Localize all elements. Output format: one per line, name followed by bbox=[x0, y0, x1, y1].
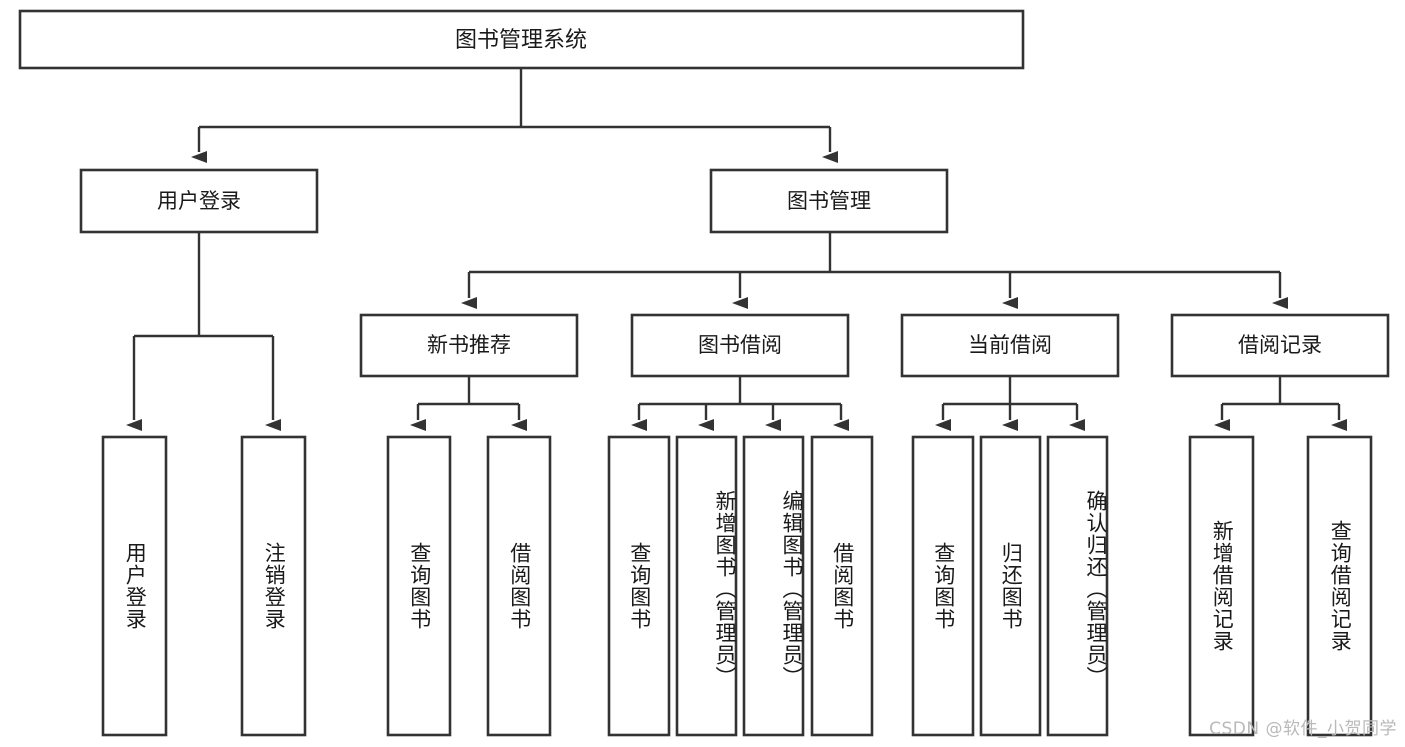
leaf-box-query-book-2[interactable] bbox=[607, 435, 671, 737]
node-book-manage-label: 图书管理 bbox=[787, 189, 871, 213]
node-book-borrow[interactable]: 图书借阅 bbox=[630, 313, 850, 378]
leaf-box-return-book[interactable] bbox=[979, 435, 1042, 737]
connector-bookborrow-to-leaves bbox=[631, 376, 849, 431]
leaf-box-borrow-book-2[interactable] bbox=[810, 435, 874, 737]
leaf-box-confirm-return[interactable] bbox=[1046, 435, 1109, 737]
connector-borrowrecord-to-leaves bbox=[1214, 376, 1347, 431]
connector-newbook-to-leaves bbox=[410, 376, 527, 431]
node-new-book-rec-label: 新书推荐 bbox=[427, 333, 511, 357]
node-borrow-record-label: 借阅记录 bbox=[1238, 333, 1322, 357]
node-current-borrow-label: 当前借阅 bbox=[968, 333, 1052, 357]
node-new-book-rec[interactable]: 新书推荐 bbox=[359, 313, 579, 378]
connector-userlogin-to-leaves bbox=[126, 232, 281, 431]
node-current-borrow[interactable]: 当前借阅 bbox=[900, 313, 1120, 378]
node-book-manage[interactable]: 图书管理 bbox=[709, 168, 949, 234]
connector-root-to-level2 bbox=[191, 68, 838, 163]
leaf-box-query-book-1[interactable] bbox=[386, 435, 452, 737]
node-root[interactable]: 图书管理系统 bbox=[18, 9, 1025, 70]
connector-bookmanage-to-level3 bbox=[461, 232, 1288, 309]
leaf-box-edit-book[interactable] bbox=[742, 435, 805, 737]
leaf-box-logout[interactable] bbox=[240, 435, 307, 737]
leaf-box-add-book[interactable] bbox=[675, 435, 738, 737]
node-book-borrow-label: 图书借阅 bbox=[698, 333, 782, 357]
node-root-label: 图书管理系统 bbox=[455, 28, 587, 53]
leaf-box-add-record[interactable] bbox=[1188, 435, 1255, 737]
leaf-box-user-login[interactable] bbox=[101, 435, 168, 737]
node-user-login-label: 用户登录 bbox=[157, 189, 241, 213]
connector-currentborrow-to-leaves bbox=[935, 376, 1085, 431]
node-user-login[interactable]: 用户登录 bbox=[79, 168, 319, 234]
leaf-box-query-book-3[interactable] bbox=[911, 435, 975, 737]
watermark-text: CSDN @软件_小贺同学 bbox=[1209, 719, 1397, 739]
node-borrow-record[interactable]: 借阅记录 bbox=[1170, 313, 1390, 378]
leaf-box-borrow-book-1[interactable] bbox=[486, 435, 552, 737]
leaf-box-query-record[interactable] bbox=[1306, 435, 1373, 737]
